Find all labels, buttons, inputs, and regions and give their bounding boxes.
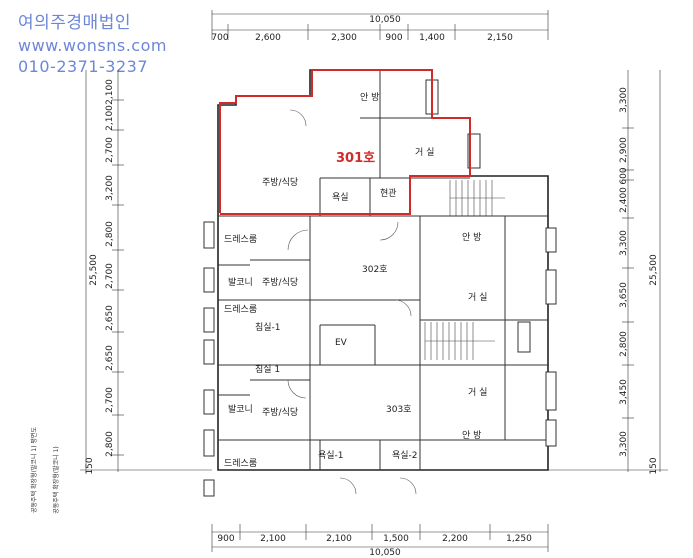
room-bath-2: 욕실-2 [392, 450, 418, 461]
dim-left-seg-8: 2,650 [105, 345, 115, 371]
room-303-living: 거 실 [468, 387, 487, 398]
room-301-kitchen: 주방/식당 [262, 177, 298, 188]
watermark-phone: 010-2371-3237 [18, 57, 149, 76]
watermark-website: www.wonsns.com [18, 36, 167, 55]
room-dress-3: 드레스룸 [224, 304, 257, 315]
unit-303-label: 303호 [386, 404, 411, 415]
dim-left-seg-4: 3,200 [105, 175, 115, 201]
dim-right-seg-7: 2,800 [619, 331, 629, 357]
dim-left-seg-7: 2,650 [105, 305, 115, 331]
dim-right-seg-4: 2,400 [619, 187, 629, 213]
room-303-bed: 안 방 [462, 430, 481, 441]
dim-left-seg-2: 2,100 [105, 105, 115, 131]
room-bed-1b: 침실 1 [255, 364, 280, 375]
dim-left-total: 25,500 [89, 254, 99, 286]
dim-right-seg-8: 3,450 [619, 379, 629, 405]
room-dress-2: 드레스룸 [224, 458, 257, 469]
dim-left-seg-9: 2,700 [105, 387, 115, 413]
side-note-1: 공동주택 확장형(발코니 1) 평면도 [30, 427, 38, 513]
room-301-living: 거 실 [415, 147, 434, 158]
dim-right-seg-2: 2,900 [619, 137, 629, 163]
room-302-living: 거 실 [468, 292, 487, 303]
dim-top-seg-4: 900 [385, 33, 402, 43]
dim-left-seg-1: 2,100 [105, 79, 115, 105]
dim-top-seg-1: 700 [211, 33, 228, 43]
room-301-bath: 욕실 [332, 192, 349, 203]
dim-left-seg-10: 2,800 [105, 431, 115, 457]
room-302-bed: 안 방 [462, 232, 481, 243]
dim-left-seg-3: 2,700 [105, 137, 115, 163]
dim-top-seg-2: 2,600 [255, 33, 281, 43]
side-note-2: 공동주택 확장형(발코니 1) [52, 446, 60, 514]
room-301-entry: 현관 [380, 188, 397, 199]
dim-left-seg-5: 2,800 [105, 221, 115, 247]
dim-left-seg-6: 2,700 [105, 263, 115, 289]
dim-right-seg-6: 3,650 [619, 282, 629, 308]
dim-right-total: 25,500 [649, 254, 659, 286]
dim-bottom-seg-4: 1,500 [383, 534, 409, 544]
dim-top-total: 10,050 [369, 15, 401, 25]
dim-top-seg-5: 1,400 [419, 33, 445, 43]
unit-302-label: 302호 [362, 264, 387, 275]
room-302-kitchen: 주방/식당 [262, 277, 298, 288]
room-bath-1: 욕실-1 [318, 450, 344, 461]
dim-top-seg-6: 2,150 [487, 33, 513, 43]
dim-bottom-seg-5: 2,200 [442, 534, 468, 544]
dim-left-offset: 150 [85, 457, 95, 474]
dim-right-seg-3: 600 [619, 167, 629, 184]
room-ev: EV [335, 338, 348, 348]
dim-bottom-seg-1: 900 [217, 534, 234, 544]
room-balcony-2: 발코니 [228, 404, 253, 415]
room-dress-1: 드레스룸 [224, 234, 257, 245]
dim-right-seg-1: 3,300 [619, 87, 629, 113]
room-bed-1: 침실-1 [255, 322, 281, 333]
watermark-company: 여의주경매법인 [18, 13, 131, 33]
room-balcony-1: 발코니 [228, 277, 253, 288]
dim-right-seg-9: 3,300 [619, 431, 629, 457]
unit-301-label: 301호 [336, 151, 375, 166]
dim-bottom-total: 10,050 [369, 548, 401, 558]
dim-bottom-seg-6: 1,250 [506, 534, 532, 544]
dim-right-seg-5: 3,300 [619, 230, 629, 256]
dim-right-offset: 150 [649, 457, 659, 474]
dim-bottom-seg-2: 2,100 [260, 534, 286, 544]
unit-301-highlight [219, 69, 471, 215]
dim-bottom-seg-3: 2,100 [326, 534, 352, 544]
room-301-bed: 안 방 [360, 92, 379, 103]
room-303-kitchen: 주방/식당 [262, 407, 298, 418]
dim-top-seg-3: 2,300 [331, 33, 357, 43]
